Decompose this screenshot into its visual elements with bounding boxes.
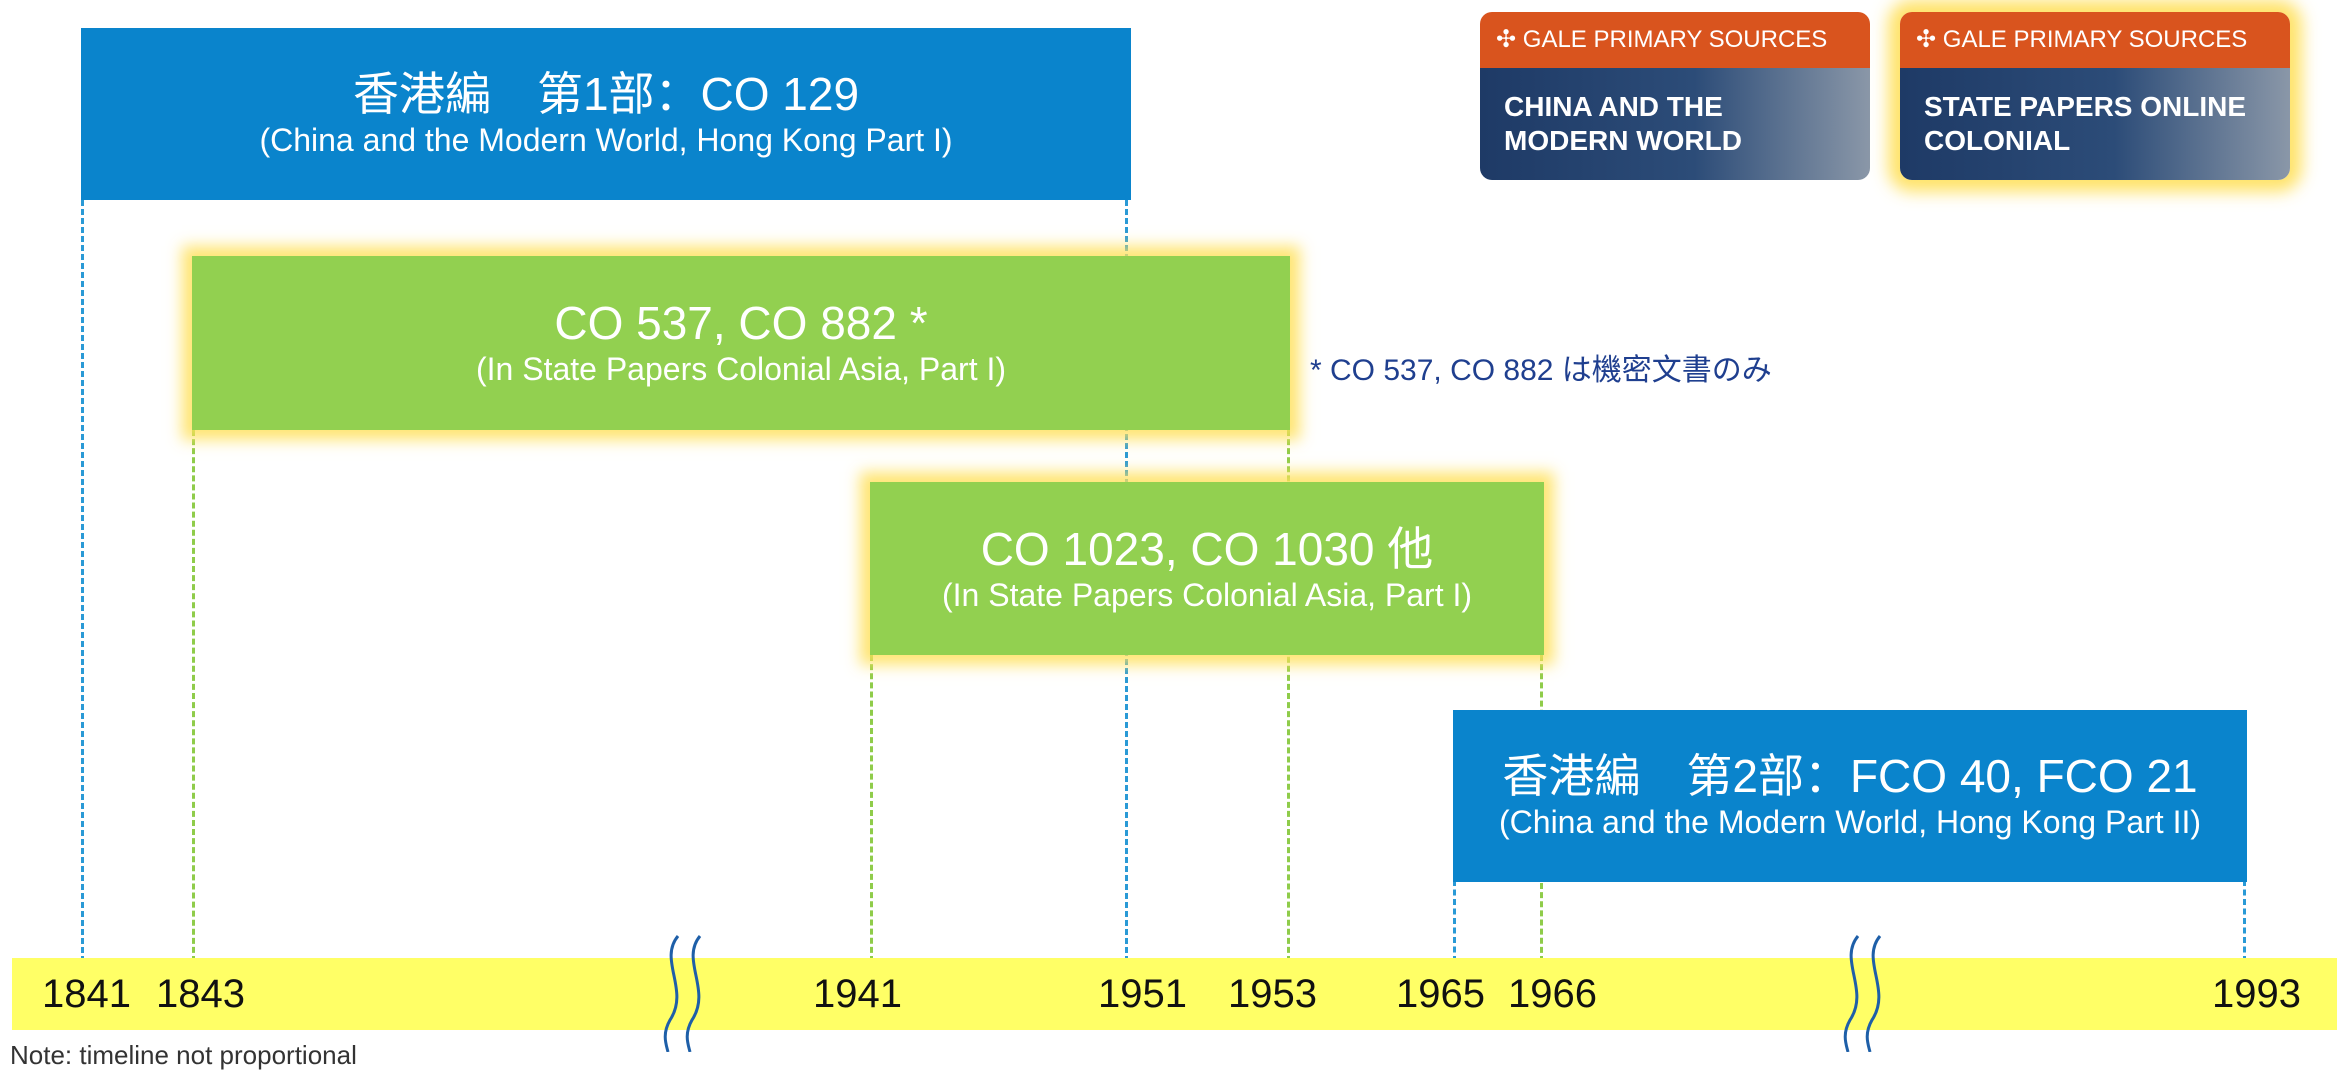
timeline-bar <box>12 958 2337 1030</box>
hk-part2-title: 香港編 第2部：FCO 40, FCO 21 <box>1502 750 2198 803</box>
year-label: 1951 <box>1098 972 1187 1016</box>
year-label: 1966 <box>1508 972 1597 1016</box>
co1023-box: CO 1023, CO 1030 他 (In State Papers Colo… <box>870 482 1544 655</box>
footnote: Note: timeline not proportional <box>10 1040 357 1070</box>
line-1941 <box>870 655 873 962</box>
year-label: 1843 <box>156 972 245 1016</box>
year-label: 1993 <box>2212 972 2301 1016</box>
china-modern-world-logo: ✣ GALE PRIMARY SOURCES CHINA AND THE MOD… <box>1480 12 1870 180</box>
co537-subtitle: (In State Papers Colonial Asia, Part I) <box>475 351 1007 388</box>
year-label: 1965 <box>1396 972 1485 1016</box>
year-label: 1841 <box>42 972 131 1016</box>
spo-logo-brand: ✣ GALE PRIMARY SOURCES <box>1900 12 2290 68</box>
hk-part1-box: 香港編 第1部：CO 129 (China and the Modern Wor… <box>81 28 1131 200</box>
year-label: 1953 <box>1228 972 1317 1016</box>
china-logo-name: CHINA AND THE MODERN WORLD <box>1504 91 1742 156</box>
line-1993 <box>2243 880 2246 962</box>
state-papers-online-logo: ✣ GALE PRIMARY SOURCES STATE PAPERS ONLI… <box>1900 12 2290 180</box>
hk-part2-subtitle: (China and the Modern World, Hong Kong P… <box>1499 804 2201 841</box>
timeline-break-icon <box>663 935 702 1052</box>
co537-title: CO 537, CO 882 * <box>554 297 928 350</box>
co1023-title: CO 1023, CO 1030 他 <box>980 522 1434 575</box>
timeline-break-icon <box>1843 935 1882 1052</box>
line-1843 <box>192 430 195 962</box>
hk-part1-subtitle: (China and the Modern World, Hong Kong P… <box>259 122 953 159</box>
confidential-note: * CO 537, CO 882 は機密文書のみ <box>1310 354 1772 387</box>
hk-part1-title: 香港編 第1部：CO 129 <box>352 68 860 121</box>
year-label: 1941 <box>813 972 902 1016</box>
spo-logo-name: STATE PAPERS ONLINE COLONIAL <box>1924 91 2247 156</box>
co1023-subtitle: (In State Papers Colonial Asia, Part I) <box>941 576 1473 613</box>
co537-box: CO 537, CO 882 * (In State Papers Coloni… <box>192 256 1290 430</box>
line-1965 <box>1453 880 1456 962</box>
line-1953 <box>1287 430 1290 962</box>
line-1841 <box>81 200 84 962</box>
hk-part2-box: 香港編 第2部：FCO 40, FCO 21 (China and the Mo… <box>1453 710 2247 882</box>
china-logo-brand: ✣ GALE PRIMARY SOURCES <box>1480 12 1870 68</box>
